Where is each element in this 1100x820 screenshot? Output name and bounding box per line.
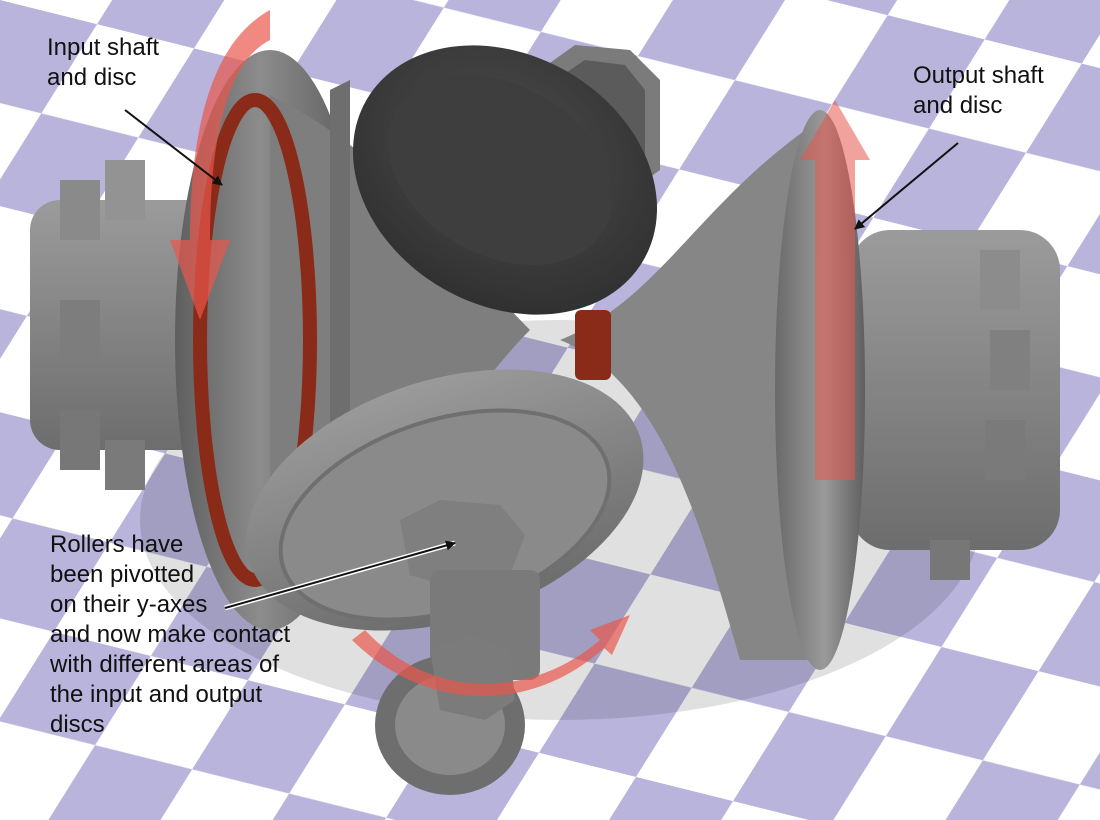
output-hub xyxy=(850,230,1060,580)
output-label-pointer xyxy=(854,142,959,230)
input-label-pointer xyxy=(124,109,223,186)
input-label-line: Input shaft xyxy=(47,34,160,61)
output-rotation-arrow xyxy=(800,100,870,480)
top-roller xyxy=(352,45,658,315)
rollers-label-line: Rollers have xyxy=(50,531,184,558)
input-label-line: and disc xyxy=(47,64,137,91)
rollers-label-line: been pivotted xyxy=(50,561,195,588)
rollers-label-line: and now make contact xyxy=(50,621,291,648)
input-rotation-arrow xyxy=(170,10,270,320)
rollers-label: Rollers have been pivotted on their y-ax… xyxy=(50,530,290,740)
output-label-line: Output shaft xyxy=(913,62,1044,89)
rollers-label-line: the input and output xyxy=(50,681,263,708)
rollers-label-line: discs xyxy=(50,711,105,738)
rollers-label-line: on their y-axes xyxy=(50,591,208,618)
input-hub xyxy=(30,160,220,490)
roller-pivot-arrow xyxy=(352,615,630,697)
rollers-label-line: with different areas of xyxy=(50,651,280,678)
output-label-line: and disc xyxy=(913,92,1003,119)
output-shaft-label: Output shaft and disc xyxy=(913,61,1044,121)
rollers-label-pointer-inner xyxy=(224,540,456,609)
input-shaft-label: Input shaft and disc xyxy=(47,33,159,93)
